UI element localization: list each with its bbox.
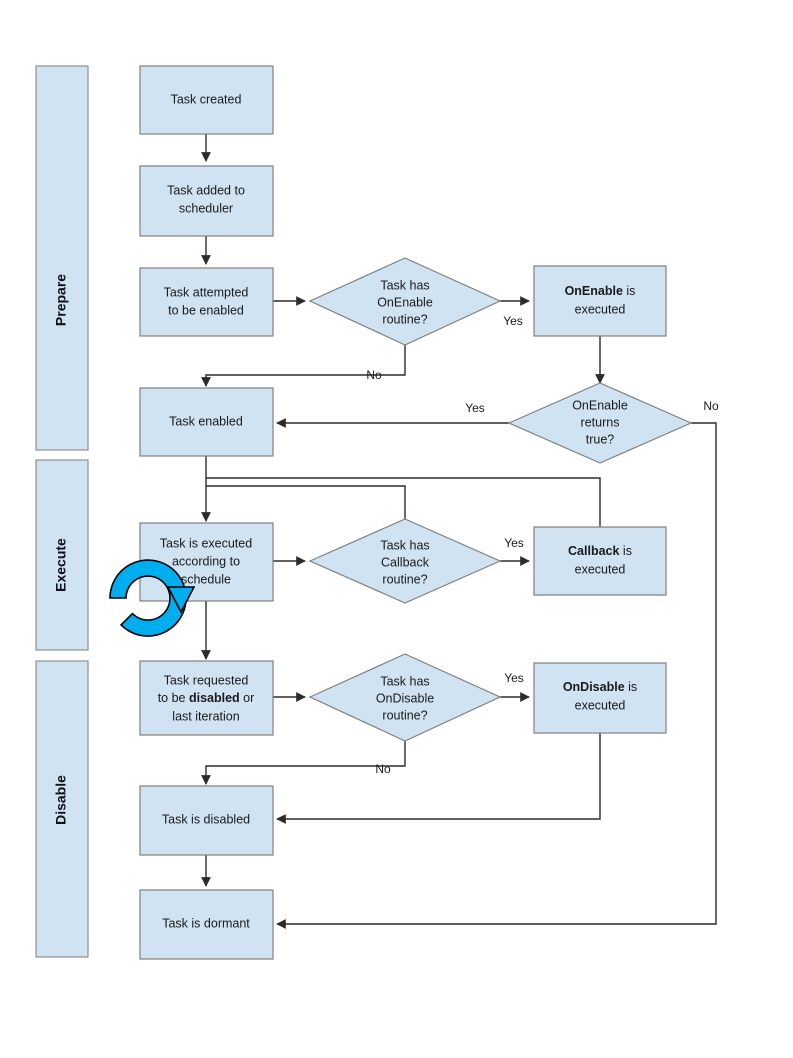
node-ondisable-executed-bold: OnDisable: [563, 680, 625, 694]
node-decision-has-onenable-line2: OnEnable: [377, 295, 433, 309]
node-task-is-disabled[interactable]: Task is disabled: [139, 785, 274, 856]
swimlane-execute-label: Execute: [53, 538, 69, 592]
node-task-requested-line1: Task requested: [164, 673, 249, 687]
node-decision-has-callback[interactable]: Task has Callback routine?: [308, 518, 502, 604]
node-task-is-dormant[interactable]: Task is dormant: [139, 889, 274, 960]
node-decision-has-callback-shape[interactable]: [308, 518, 502, 604]
node-decision-has-callback-line1: Task has: [380, 538, 429, 552]
edge-label-onenable-true-no: No: [703, 399, 719, 413]
node-task-attempted-label-line2: to be enabled: [168, 303, 244, 317]
node-callback-executed-line1: Callback is: [568, 544, 632, 558]
node-task-attempted-to-be-enabled[interactable]: Task attempted to be enabled: [139, 267, 274, 337]
edge-label-onenable-yes: Yes: [503, 314, 523, 328]
node-task-requested-line2: to be disabled or: [158, 691, 255, 705]
node-ondisable-executed[interactable]: OnDisable is executed: [533, 662, 667, 734]
swimlane-execute: Execute: [35, 459, 89, 651]
node-task-added-shape[interactable]: [139, 165, 274, 237]
node-task-requested-line2-c: or: [240, 691, 255, 705]
node-decision-has-callback-line3: routine?: [382, 572, 427, 586]
node-task-added-label-line2: scheduler: [179, 201, 233, 215]
node-task-requested-line2-a: to be: [158, 691, 189, 705]
edge-label-ondisable-no: No: [375, 762, 391, 776]
node-task-enabled[interactable]: Task enabled: [139, 387, 274, 457]
node-task-enabled-shape[interactable]: [139, 387, 274, 457]
node-decision-onenable-returns-line2: returns: [581, 415, 620, 429]
node-task-is-dormant-label: Task is dormant: [162, 916, 250, 930]
node-ondisable-executed-line1: OnDisable is: [563, 680, 637, 694]
node-decision-has-ondisable[interactable]: Task has OnDisable routine?: [308, 653, 502, 742]
node-decision-has-onenable-shape[interactable]: [308, 257, 502, 346]
node-task-created-shape[interactable]: [139, 65, 274, 135]
node-task-requested-line3: last iteration: [172, 709, 239, 723]
edge-label-onenable-true-yes: Yes: [465, 401, 485, 415]
swimlane-disable: Disable: [35, 660, 89, 958]
edge-label-ondisable-yes: Yes: [504, 671, 524, 685]
node-task-is-executed-line2: according to: [172, 554, 240, 568]
node-decision-has-ondisable-line3: routine?: [382, 708, 427, 722]
node-onenable-executed-rest: is: [623, 284, 636, 298]
edge-has-ondisable-no: [201, 741, 406, 785]
node-task-is-disabled-label: Task is disabled: [162, 812, 250, 826]
swimlane-prepare: Prepare: [35, 65, 89, 451]
node-decision-has-onenable[interactable]: Task has OnEnable routine?: [308, 257, 502, 346]
node-onenable-executed-bold: OnEnable: [565, 284, 623, 298]
node-onenable-executed-shape[interactable]: [533, 265, 667, 337]
node-task-attempted-shape[interactable]: [139, 267, 274, 337]
node-task-requested-line2-b: disabled: [189, 691, 240, 705]
swimlane-execute-bar: [35, 459, 89, 651]
node-callback-executed-rest: is: [619, 544, 632, 558]
node-task-requested-shape[interactable]: [139, 660, 274, 736]
node-decision-onenable-returns-line1: OnEnable: [572, 398, 628, 412]
swimlane-prepare-label: Prepare: [53, 274, 69, 326]
node-callback-executed-bold: Callback: [568, 544, 619, 558]
edge-label-onenable-no: No: [366, 368, 382, 382]
node-task-created-label: Task created: [171, 92, 242, 106]
swimlane-disable-label: Disable: [53, 775, 69, 825]
node-decision-has-callback-line2: Callback: [381, 555, 430, 569]
node-decision-has-onenable-line1: Task has: [380, 278, 429, 292]
loop-refresh-icon: [109, 559, 196, 637]
node-decision-onenable-returns-line3: true?: [586, 432, 615, 446]
edge-label-callback-yes: Yes: [504, 536, 524, 550]
node-callback-executed-line2: executed: [575, 562, 626, 576]
edge-ondisable-executed-to-disabled: [276, 733, 601, 824]
node-decision-onenable-returns-true-shape[interactable]: [507, 382, 693, 464]
node-callback-executed-shape[interactable]: [533, 526, 667, 596]
edge-callback-decision-loopback: [206, 485, 406, 519]
node-task-attempted-label-line1: Task attempted: [164, 285, 249, 299]
node-ondisable-executed-shape[interactable]: [533, 662, 667, 734]
node-task-is-executed-line1: Task is executed: [160, 536, 252, 550]
edge-has-onenable-no: [201, 345, 406, 387]
edge-onenable-returns-no: [276, 422, 717, 929]
node-task-added-to-scheduler[interactable]: Task added to scheduler: [139, 165, 274, 237]
node-task-enabled-label: Task enabled: [169, 414, 243, 428]
node-decision-has-ondisable-shape[interactable]: [308, 653, 502, 742]
node-task-is-disabled-shape[interactable]: [139, 785, 274, 856]
node-task-added-label-line1: Task added to: [167, 183, 245, 197]
node-decision-has-ondisable-line1: Task has: [380, 674, 429, 688]
node-task-created[interactable]: Task created: [139, 65, 274, 135]
node-onenable-executed[interactable]: OnEnable is executed: [533, 265, 667, 337]
node-callback-executed[interactable]: Callback is executed: [533, 526, 667, 596]
node-decision-onenable-returns-true[interactable]: OnEnable returns true?: [507, 382, 693, 464]
node-onenable-executed-line2: executed: [575, 302, 626, 316]
node-task-requested-disabled[interactable]: Task requested to be disabled or last it…: [139, 660, 274, 736]
node-task-is-dormant-shape[interactable]: [139, 889, 274, 960]
edge-callback-executed-loopback: [206, 477, 601, 527]
swimlane-prepare-bar: [35, 65, 89, 451]
node-ondisable-executed-rest: is: [625, 680, 638, 694]
swimlane-disable-bar: [35, 660, 89, 958]
node-task-is-executed-line3: schedule: [181, 572, 231, 586]
node-decision-has-ondisable-line2: OnDisable: [376, 691, 434, 705]
node-ondisable-executed-line2: executed: [575, 698, 626, 712]
node-decision-has-onenable-line3: routine?: [382, 312, 427, 326]
node-onenable-executed-line1: OnEnable is: [565, 284, 636, 298]
